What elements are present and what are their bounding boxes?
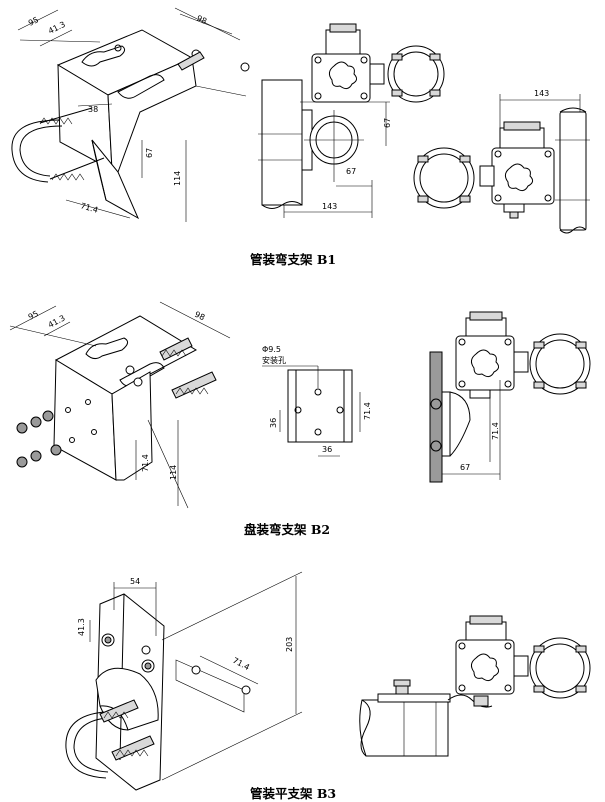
- b1-right-dim-143: 143: [534, 89, 549, 98]
- b1-side-dim-143: 143: [322, 202, 337, 211]
- b3-dim-203: 203: [285, 637, 294, 652]
- b3-side-view: [359, 615, 591, 757]
- b2-hole-label-dia: Φ9.5: [262, 345, 281, 354]
- b1-side-dim-67h: 67: [346, 167, 356, 176]
- b2-hole-dim-36v: 36: [269, 418, 278, 428]
- b3-dim-71-4: 71.4: [231, 656, 251, 672]
- b2-side-view: [429, 311, 591, 483]
- caption-b1: 管装弯支架 B1: [250, 252, 336, 267]
- b2-side-dim-71-4: 71.4: [491, 422, 500, 440]
- b1-side-dim-67v: 67: [383, 118, 392, 128]
- b1-dim-114: 114: [173, 171, 182, 186]
- b2-hole-dim-71-4: 71.4: [363, 402, 372, 420]
- b1-dim-41-3: 41.3: [47, 20, 67, 36]
- b1-isometric-bracket: [11, 7, 250, 222]
- b2-dim-114: 114: [169, 465, 178, 480]
- b2-dim-95: 95: [27, 309, 40, 322]
- b1-dim-95: 95: [27, 15, 40, 28]
- b2-dim-71-4: 71.4: [141, 454, 150, 472]
- caption-b3: 管装平支架 B3: [250, 786, 336, 801]
- b1-right-view: [413, 94, 590, 234]
- b2-hole-pattern-view: [262, 365, 361, 457]
- b3-isometric-bracket: [65, 571, 303, 791]
- b2-dim-98: 98: [193, 310, 206, 323]
- b2-side-dim-67: 67: [460, 463, 470, 472]
- b3-dim-41-3: 41.3: [77, 618, 86, 636]
- caption-b2: 盘装弯支架 B2: [244, 522, 330, 537]
- b2-dim-41-3: 41.3: [47, 313, 67, 329]
- b1-side-view: [258, 23, 445, 218]
- b1-dim-71-4: 71.4: [79, 201, 99, 215]
- b3-dim-54: 54: [130, 577, 140, 586]
- b1-dim-38: 38: [88, 105, 98, 114]
- b2-hole-dim-36h: 36: [322, 445, 332, 454]
- b1-dim-98: 98: [195, 14, 208, 26]
- b2-hole-label-text: 安装孔: [262, 355, 286, 365]
- b2-isometric-bracket: [9, 301, 231, 509]
- b1-dim-67: 67: [145, 148, 154, 158]
